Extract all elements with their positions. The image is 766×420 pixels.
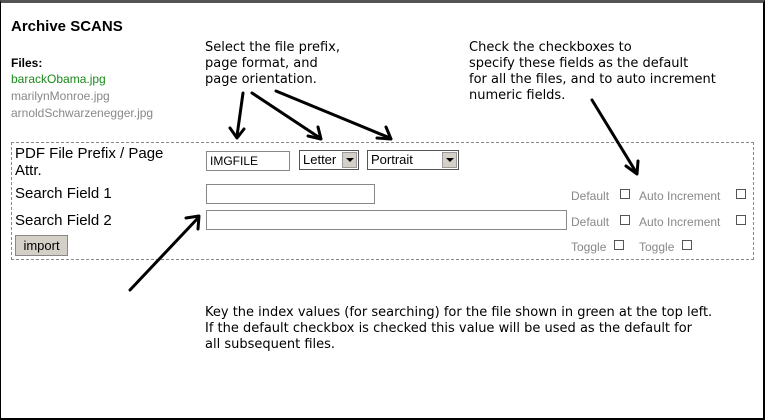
chevron-down-icon (442, 152, 457, 168)
toggle-checkbox-2[interactable] (682, 240, 692, 250)
toggle-label-1: Toggle (571, 240, 607, 254)
annotation-line: page format, and (205, 56, 318, 71)
file-item[interactable]: marilynMonroe.jpg (11, 89, 110, 103)
auto-increment-label-2: Auto Increment (639, 215, 721, 229)
default-label-1: Default (571, 189, 610, 203)
default-checkbox-2[interactable] (620, 215, 630, 225)
annotation-line: Check the checkboxes to (469, 40, 632, 55)
search-field-2-input[interactable] (206, 210, 567, 230)
file-item[interactable]: arnoldSchwarzenegger.jpg (11, 106, 154, 120)
import-button[interactable]: import (15, 235, 68, 256)
page-orientation-select[interactable]: Portrait (367, 150, 459, 170)
auto-increment-checkbox-1[interactable] (736, 189, 746, 199)
annotation-line: all subsequent files. (205, 337, 336, 352)
page-title: Archive SCANS (11, 18, 123, 35)
page-format-select[interactable]: Letter (299, 150, 359, 170)
select-annotation: Select the file prefix, page format, and… (205, 40, 340, 88)
page-format-value: Letter (303, 152, 337, 167)
files-label: Files: (11, 56, 43, 70)
prefix-label: PDF File Prefix / Page (15, 145, 164, 162)
annotation-line: numeric fields. (469, 88, 566, 103)
index-annotation: Key the index values (for searching) for… (205, 305, 712, 353)
auto-increment-checkbox-2[interactable] (736, 215, 746, 225)
form-container (11, 142, 754, 260)
default-label-2: Default (571, 215, 610, 229)
checkbox-annotation: Check the checkboxes to specify these fi… (469, 40, 716, 104)
file-item-active[interactable]: barackObama.jpg (11, 72, 106, 86)
prefix-input[interactable] (206, 151, 290, 171)
toggle-label-2: Toggle (639, 240, 675, 254)
default-checkbox-1[interactable] (620, 189, 630, 199)
annotation-line: Select the file prefix, (205, 40, 340, 55)
annotation-line: for all the files, and to auto increment (469, 72, 716, 87)
annotation-line: If the default checkbox is checked this … (205, 321, 693, 336)
page-orientation-value: Portrait (371, 152, 413, 167)
chevron-down-icon (342, 152, 357, 168)
toggle-checkbox-1[interactable] (614, 240, 624, 250)
annotation-line: Key the index values (for searching) for… (205, 305, 713, 320)
search-field-2-label: Search Field 2 (15, 212, 112, 229)
prefix-label-cont: Attr. (15, 162, 42, 179)
auto-increment-label-1: Auto Increment (639, 189, 721, 203)
annotation-line: specify these fields as the default (469, 56, 689, 71)
search-field-1-label: Search Field 1 (15, 185, 112, 202)
search-field-1-input[interactable] (206, 184, 375, 204)
annotation-line: page orientation. (205, 72, 317, 87)
